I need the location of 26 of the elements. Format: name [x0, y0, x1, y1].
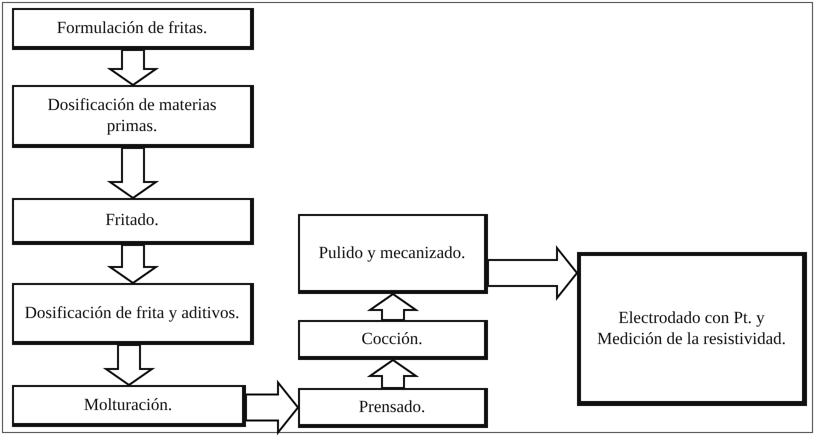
process-box — [298, 214, 488, 294]
step-label: Cocción. — [362, 328, 422, 350]
step-label: Formulación de fritas. — [56, 18, 208, 38]
block-arrow — [102, 344, 156, 386]
step-label: Electrodado con Pt. y Medición de la resistividad. — [596, 308, 787, 349]
block-arrow — [487, 245, 578, 301]
process-box — [12, 283, 254, 345]
step-label: Dosificación de materias primas. — [46, 95, 218, 136]
process-box — [12, 8, 254, 50]
process-box — [12, 85, 254, 148]
step-label: Pulido y mecanizado. — [318, 242, 466, 264]
step-label: Fritado. — [105, 210, 159, 231]
block-arrow — [106, 49, 160, 86]
block-arrow — [245, 380, 300, 436]
process-box — [577, 252, 807, 406]
process-box — [298, 388, 488, 428]
block-arrow — [366, 358, 420, 389]
block-arrow — [106, 147, 160, 200]
block-arrow — [106, 244, 160, 284]
process-box — [12, 198, 254, 245]
step-label: Prensado. — [358, 396, 426, 418]
step-label: Dosificación de frita y aditivos. — [24, 302, 240, 324]
process-box — [298, 320, 488, 360]
step-label: Molturación. — [84, 394, 172, 416]
block-arrow — [366, 292, 420, 321]
process-box — [12, 385, 246, 427]
